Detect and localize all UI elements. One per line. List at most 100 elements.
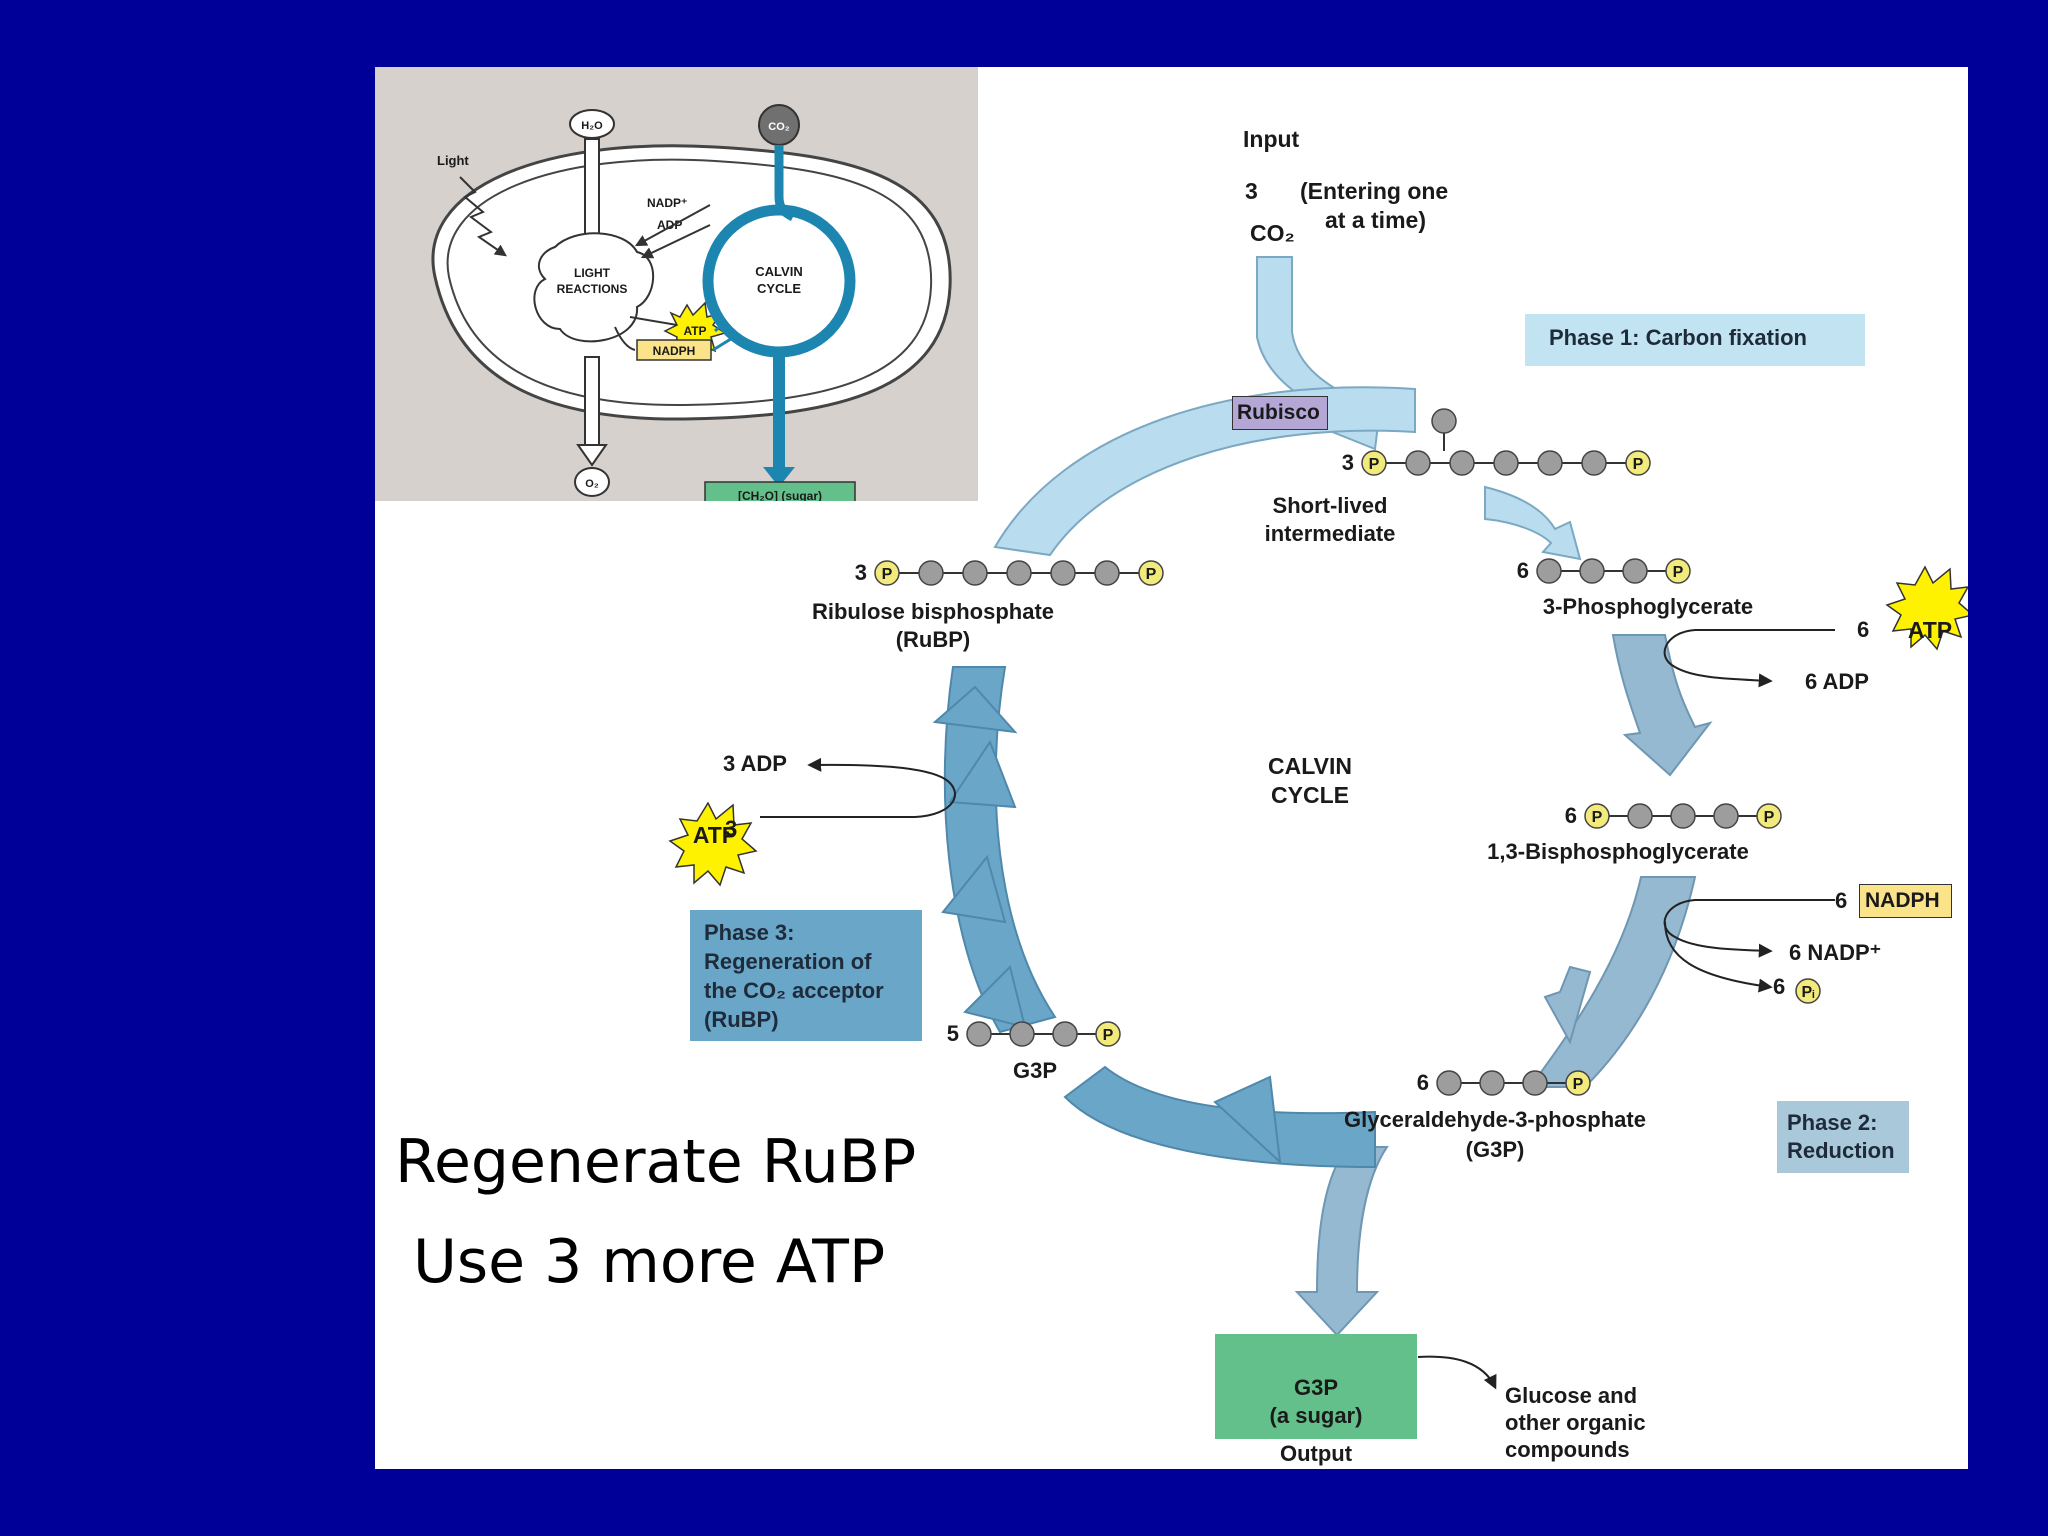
atp-left-count: 3 (725, 816, 737, 841)
phosphate-symbol: P (1673, 564, 1684, 581)
phase3-label-3: the CO₂ acceptor (704, 978, 884, 1003)
phase1-label: Phase 1: Carbon fixation (1549, 325, 1807, 350)
to-phosphoglycerate-arrow (1484, 485, 1582, 561)
atp-star-left (668, 801, 758, 887)
adp-left-label: 3 ADP (723, 751, 787, 776)
carbon-atom (1670, 803, 1696, 829)
regeneration-arc-left (943, 666, 1057, 1034)
inset-atp-label: ATP (683, 324, 706, 338)
adp-right-label: 6 ADP (1805, 669, 1869, 694)
nadph-label: NADPH (1865, 889, 1940, 912)
carbon-atom (1522, 1070, 1548, 1096)
nadph-arrow (1663, 899, 1835, 958)
short-lived-chain-count: 3 (1342, 450, 1354, 475)
light-zigzag (459, 176, 507, 257)
phosphate-group (1361, 450, 1387, 476)
carbon-atom (1449, 450, 1475, 476)
nadp-out-label: 6 NADP⁺ (1789, 940, 1881, 965)
phosphate-group (1665, 558, 1691, 584)
chloroplast-inset: Light H₂O O₂ LIGHT REACTIONS NADP⁺ ADP A… (375, 67, 978, 501)
carbon-atom (1537, 450, 1563, 476)
glucose-label-3: compounds (1505, 1437, 1630, 1462)
nadph-count: 6 (1835, 888, 1847, 913)
input-entering-1: (Entering one (1300, 178, 1448, 204)
light-reactions-label-2: REACTIONS (557, 282, 628, 296)
phase3-box: Phase 3: Regeneration of the CO₂ accepto… (690, 910, 922, 1041)
phosphate-symbol: P (1592, 809, 1603, 826)
inset-nadph-label: NADPH (653, 344, 696, 358)
molecule-chains: 3PP6P6PP6P1P5P3PPPᵢ (855, 408, 1821, 1370)
h2o-label: H₂O (581, 120, 603, 132)
phosphoglycerate-label: 3-Phosphoglycerate (1543, 594, 1753, 619)
carbon-atom (1493, 450, 1519, 476)
rubisco-label: Rubisco (1237, 401, 1320, 424)
inset-calvin-label-1: CALVIN (755, 264, 802, 279)
phase3-label-2: Regeneration of (704, 949, 872, 974)
phase3-label-1: Phase 3: (704, 920, 795, 945)
glucose-arrow (1417, 1355, 1497, 1390)
atp-adp-arrow-left (760, 757, 956, 818)
carbon-atom (1436, 1070, 1462, 1096)
cycle-center-2: CYCLE (1271, 782, 1349, 808)
diagram-panel: Light H₂O O₂ LIGHT REACTIONS NADP⁺ ADP A… (375, 67, 1968, 1469)
output-label-2: (a sugar) (1269, 1403, 1363, 1428)
phase2-label-1: Phase 2: (1787, 1110, 1878, 1135)
atp-adp-arrow-right (1663, 629, 1835, 688)
phosphate-symbol: P (1573, 1076, 1584, 1093)
output-arrow (1294, 1146, 1389, 1337)
carbon-atom (1009, 1021, 1035, 1047)
carbon-atom (918, 560, 944, 586)
inset-nadph-box (636, 339, 712, 361)
inset-sugar-label: [CH₂O] (sugar) (738, 489, 822, 501)
g3p-6-label-2: (G3P) (1466, 1137, 1525, 1162)
carbon-atom (1094, 560, 1120, 586)
phosphate-group (874, 560, 900, 586)
rubisco-box: Rubisco (1232, 396, 1328, 430)
output-word: Output (1215, 1441, 1417, 1467)
chloroplast-outline (431, 144, 952, 421)
light-reactions-blob (533, 232, 655, 343)
phosphate-symbol: P (882, 566, 893, 583)
g3p-6-label-1: Glyceraldehyde-3-phosphate (1344, 1107, 1646, 1132)
phosphate-symbol: P (1764, 809, 1775, 826)
atp-right-count: 6 (1857, 617, 1869, 642)
atp-right-label: ATP (1908, 617, 1952, 643)
input-title: Input (1243, 126, 1300, 152)
bisphosphoglycerate-label: 1,3-Bisphosphoglycerate (1487, 839, 1749, 864)
light-label: Light (437, 153, 469, 168)
phosphate-group (1756, 803, 1782, 829)
g3p-6-chain-count: 6 (1417, 1070, 1429, 1095)
bisphosphoglycerate-chain-count: 6 (1565, 803, 1577, 828)
adp-label: ADP (657, 218, 682, 232)
carbon-atom (962, 560, 988, 586)
carbon-atom (1052, 1021, 1078, 1047)
carbon-atom (1627, 803, 1653, 829)
glucose-label-2: other organic (1505, 1410, 1646, 1435)
phosphate-group (1138, 560, 1164, 586)
carbon-atom (1579, 558, 1605, 584)
carbon-atom (1713, 803, 1739, 829)
output-label-1: G3P (1293, 1375, 1339, 1400)
inset-co2-label: CO₂ (768, 121, 790, 133)
output-box: G3P (a sugar) (1215, 1334, 1417, 1439)
chloroplast-inset-drawing: Light H₂O O₂ LIGHT REACTIONS NADP⁺ ADP A… (431, 104, 952, 501)
rubp-label-2: (RuBP) (896, 627, 971, 652)
g3p-5-label: G3P (1013, 1058, 1057, 1083)
nadph-box: NADPH (1859, 884, 1952, 918)
carbon-atom (1050, 560, 1076, 586)
carbon-atom (966, 1021, 992, 1047)
rubp-label-1: Ribulose bisphosphate (812, 599, 1054, 624)
phosphoglycerate-chain-count: 6 (1517, 558, 1529, 583)
inset-sugar-box (704, 481, 856, 501)
glucose-label-1: Glucose and (1505, 1383, 1637, 1408)
fixation-arc (993, 386, 1416, 557)
caption-line-2: Use 3 more ATP (413, 1227, 886, 1297)
phosphate-symbol: P (1146, 566, 1157, 583)
phase3-label-4: (RuBP) (704, 1007, 779, 1032)
short-lived-label-1: Short-lived (1273, 493, 1388, 518)
cycle-center-1: CALVIN (1268, 753, 1352, 779)
